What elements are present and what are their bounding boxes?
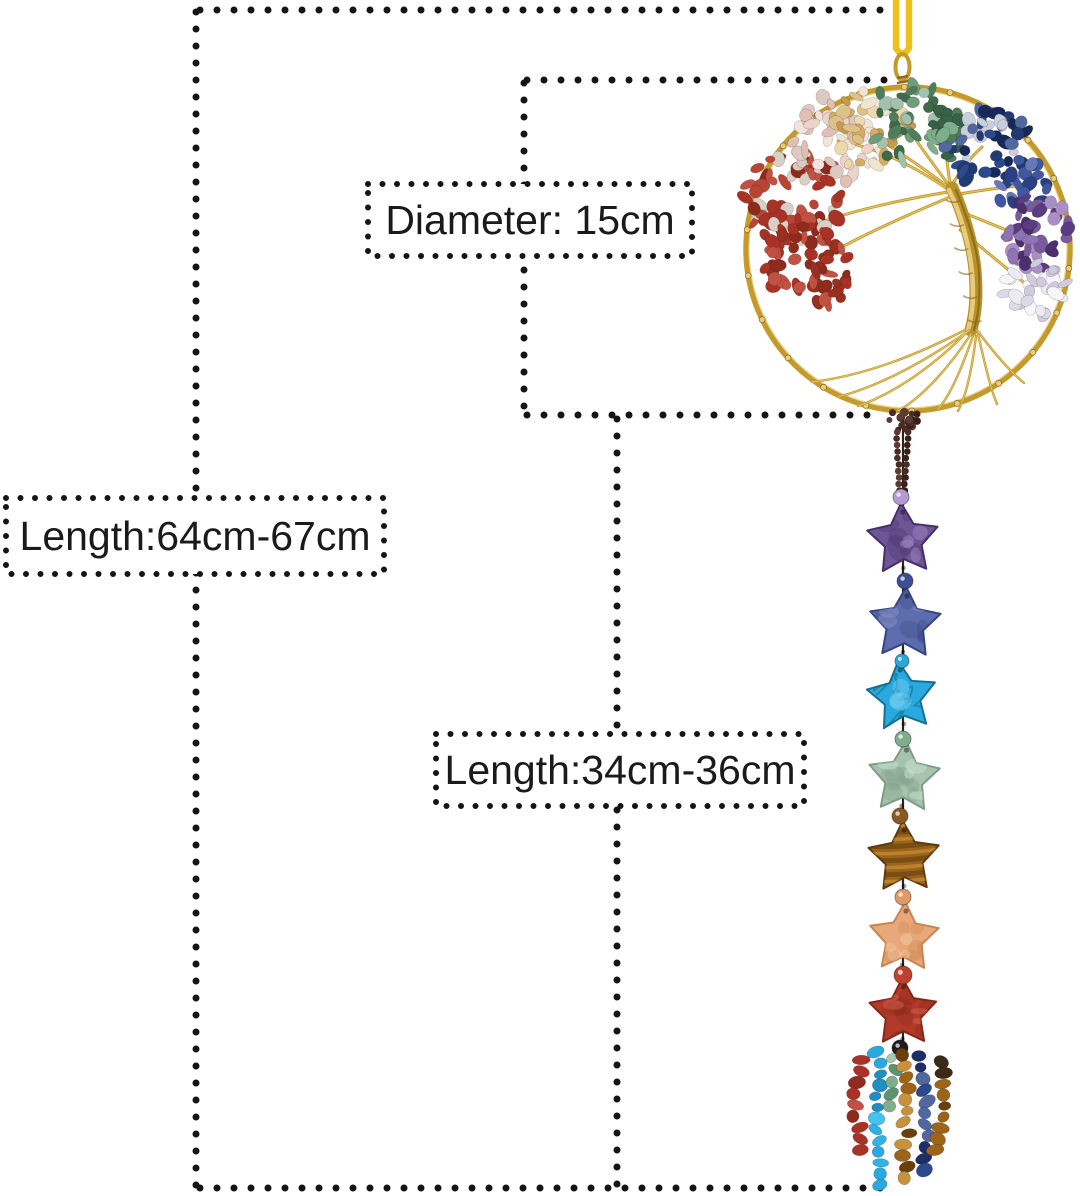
chain-length-label-box [433,731,807,809]
star-top-hole [903,747,910,753]
chain-length-label: Length:34cm-36cm [436,734,804,806]
tiger-eye-star [867,819,941,890]
star-top-hole [903,908,909,914]
amethyst-cluster [1000,193,1076,275]
tassel-strand-red-jasper [846,1054,871,1156]
star-bottom-hole [900,649,906,655]
star-top-hole [900,984,907,990]
sodalite-bead [896,572,914,590]
chain-length-label-text: Length:34cm-36cm [444,746,796,793]
gemstone-chip-clusters [736,76,1076,323]
orange-aventurine-bead [894,888,912,906]
star-top-hole [901,827,907,833]
diameter-label: Diameter: 15cm [368,184,692,256]
star-bottom-hole [901,721,907,727]
tassel-strand-tiger-eye [894,1047,918,1185]
total-length-label-box [3,495,387,577]
turquoise-howlite-star [864,657,940,730]
amethyst-bead [892,488,910,506]
tassel-strand-lapis [911,1050,937,1178]
total-length-label-text: Length:64cm-67cm [19,512,371,559]
turquoise-bead [894,653,910,669]
star-bottom-hole [901,883,907,889]
red-jasper-cluster-lower [759,212,854,312]
gold-connector-link [893,52,912,85]
dimension-label-boxes [3,181,807,809]
tree-of-life-wall-hanger [736,0,1076,1192]
hanging-cord [892,0,913,57]
total-length-label: Length:64cm-67cm [6,498,384,574]
red-jasper-star [868,977,938,1043]
gemstone-chip-tassel [846,1045,953,1192]
tiger-eye-bead [891,807,909,825]
star-top-hole [899,509,906,515]
spacer-beads [891,488,914,1057]
tassel-strand-turquoise [866,1045,889,1192]
diameter-label-box [365,181,695,259]
star-bottom-hole [899,803,904,809]
star-top-hole [897,667,903,673]
star-bottom-hole [901,565,906,571]
clear-quartz-cluster [996,257,1073,323]
dimension-lines [192,6,897,1192]
green-aventurine-bead [894,730,912,748]
sodalite-star [869,586,942,656]
star-top-hole [904,593,910,599]
tassel-strand-tiger-eye-2 [925,1055,953,1156]
amethyst-star [866,502,939,572]
tassel-strand-green-aventurine [882,1052,903,1113]
diameter-label-text: Diameter: 15cm [385,196,675,243]
red-jasper-bead [893,965,913,985]
green-aventurine-star [868,740,941,810]
lapis-lazuli-cluster [938,102,1034,188]
orange-aventurine-star [869,901,940,969]
